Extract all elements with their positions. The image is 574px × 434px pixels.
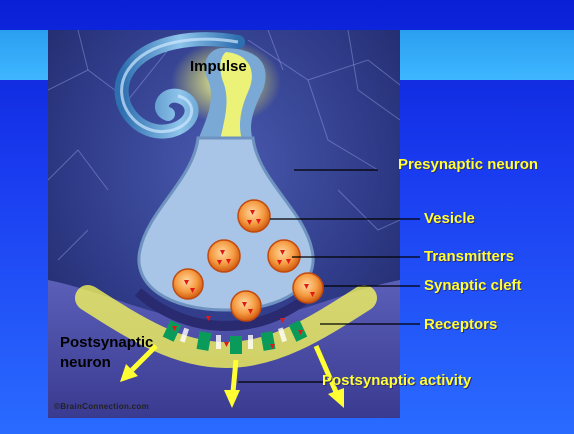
label-transmitters: Transmitters — [424, 248, 514, 266]
label-postsynaptic-neuron-line1: Postsynaptic — [60, 334, 153, 352]
label-postsynaptic-neuron-line2: neuron — [60, 354, 111, 372]
credit-text: ©BrainConnection.com — [54, 402, 149, 411]
label-impulse: Impulse — [190, 58, 247, 76]
label-presynaptic-neuron: Presynaptic neuron — [398, 156, 538, 174]
label-vesicle: Vesicle — [424, 210, 475, 228]
label-synaptic-cleft: Synaptic cleft — [424, 277, 522, 295]
label-receptors: Receptors — [424, 316, 497, 334]
label-postsynaptic-activity: Postsynaptic activity — [322, 372, 471, 390]
